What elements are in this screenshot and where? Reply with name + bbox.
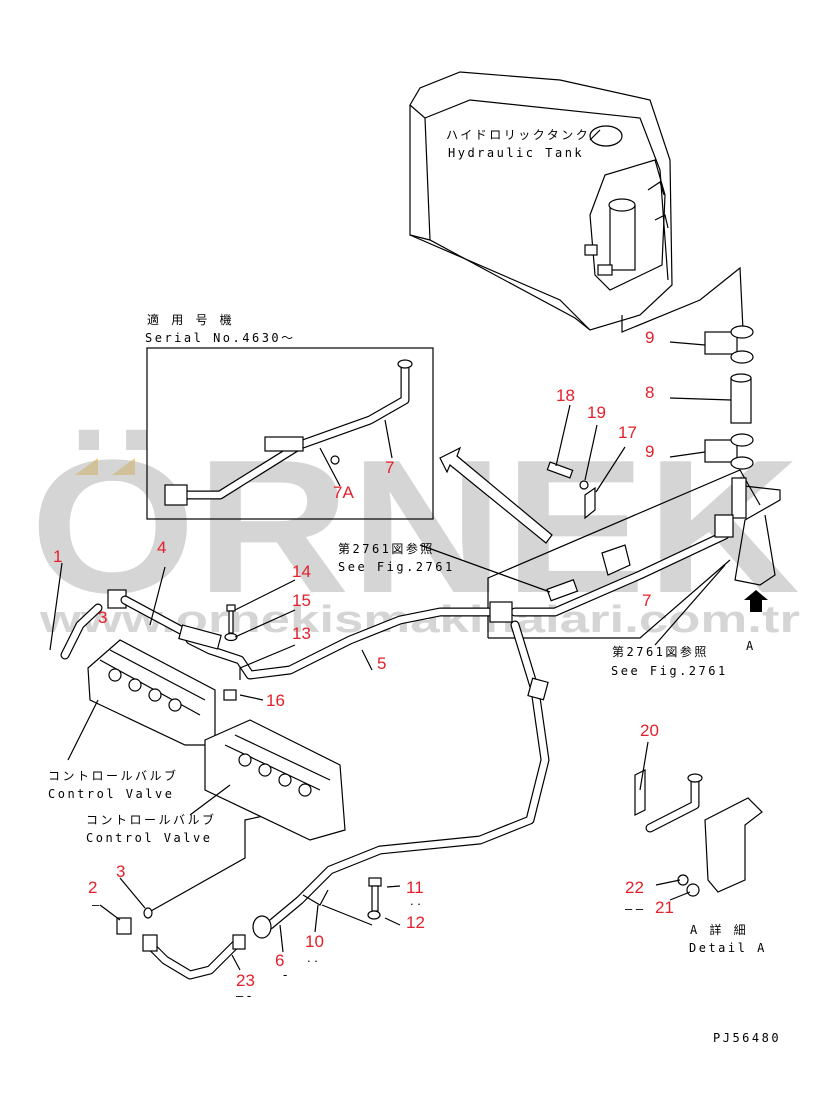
callout-18: 18 — [556, 386, 575, 405]
callout-9-lower: 9 — [645, 442, 654, 461]
mark-10: . . — [307, 950, 318, 965]
callout-3-lower: 3 — [116, 862, 125, 881]
serial-label-jp: 適 用 号 機 — [147, 312, 234, 327]
mark-2: – — [92, 897, 100, 912]
callout-11: 11 — [406, 878, 424, 897]
callout-13: 13 — [292, 624, 311, 643]
callout-19: 19 — [587, 403, 606, 422]
mark-23: – - — [236, 988, 251, 1003]
callout-7: 7 — [642, 591, 651, 610]
control-valve-2 — [204, 719, 346, 841]
tank-label-en: Hydraulic Tank — [448, 146, 584, 160]
fig-ref2-en: See Fig.2761 — [611, 664, 728, 678]
callout-21: 21 — [655, 898, 674, 917]
watermark-accent-right — [112, 458, 135, 475]
mark-21: – – — [625, 901, 644, 916]
bolt-18 — [546, 461, 574, 479]
callout-15: 15 — [292, 591, 311, 610]
control-valve-2-label-jp: コントロールバルブ — [86, 812, 217, 827]
callout-2: 2 — [88, 878, 97, 897]
callouts: 1 4 3 14 15 13 5 16 7 7A 18 19 17 9 8 9 … — [53, 328, 674, 990]
callout-8: 8 — [645, 383, 654, 402]
control-valve-1 — [87, 639, 216, 746]
callout-22: 22 — [625, 878, 644, 897]
callout-4: 4 — [157, 538, 166, 557]
callout-12: 12 — [406, 913, 425, 932]
hose-clamp-lower — [704, 433, 754, 470]
hose-nut — [252, 915, 272, 939]
callout-7a: 7A — [333, 483, 354, 502]
mark-6: - — [283, 967, 287, 982]
fig-ref1-en: See Fig.2761 — [338, 560, 455, 574]
view-a-label: A — [746, 639, 756, 653]
callout-17: 17 — [618, 423, 637, 442]
tank-label-jp: ハイドロリックタンク — [446, 128, 590, 142]
callout-16: 16 — [266, 691, 285, 710]
callout-1: 1 — [53, 547, 62, 566]
fig-ref2-jp: 第2761図参照 — [612, 644, 709, 659]
callout-6: 6 — [275, 951, 284, 970]
callout-9-upper: 9 — [645, 328, 654, 347]
serial-label-en: Serial No.4630～ — [145, 331, 296, 345]
callout-3: 3 — [98, 608, 107, 627]
hose-clamp-upper — [704, 325, 754, 364]
serial-inset — [146, 347, 434, 520]
washer-19 — [579, 480, 589, 490]
callout-20: 20 — [640, 721, 659, 740]
control-valve-label-en: Control Valve — [48, 787, 174, 801]
hose — [730, 373, 752, 424]
callout-14: 14 — [292, 562, 311, 581]
control-valve-2-label-en: Control Valve — [86, 831, 212, 845]
callout-10: 10 — [305, 932, 324, 951]
view-a-arrow — [744, 590, 768, 612]
control-valve-label-jp: コントロールバルブ — [48, 768, 179, 783]
callout-7-inset: 7 — [385, 458, 394, 477]
hydraulic-tank — [409, 71, 673, 331]
callout-23: 23 — [236, 971, 255, 990]
detail-label-en: Detail A — [689, 941, 767, 955]
direction-arrow — [439, 446, 553, 544]
detail-a — [634, 741, 763, 901]
callout-5: 5 — [377, 654, 386, 673]
clamp-17 — [584, 486, 596, 520]
watermark-accent-left — [75, 458, 98, 475]
mark-11: . . — [410, 893, 421, 908]
drawing-number: PJ56480 — [713, 1031, 781, 1045]
detail-label-jp: A 詳 細 — [690, 922, 748, 937]
fig-ref1-jp: 第2761図参照 — [338, 541, 435, 556]
elbow-fitting — [489, 601, 513, 623]
